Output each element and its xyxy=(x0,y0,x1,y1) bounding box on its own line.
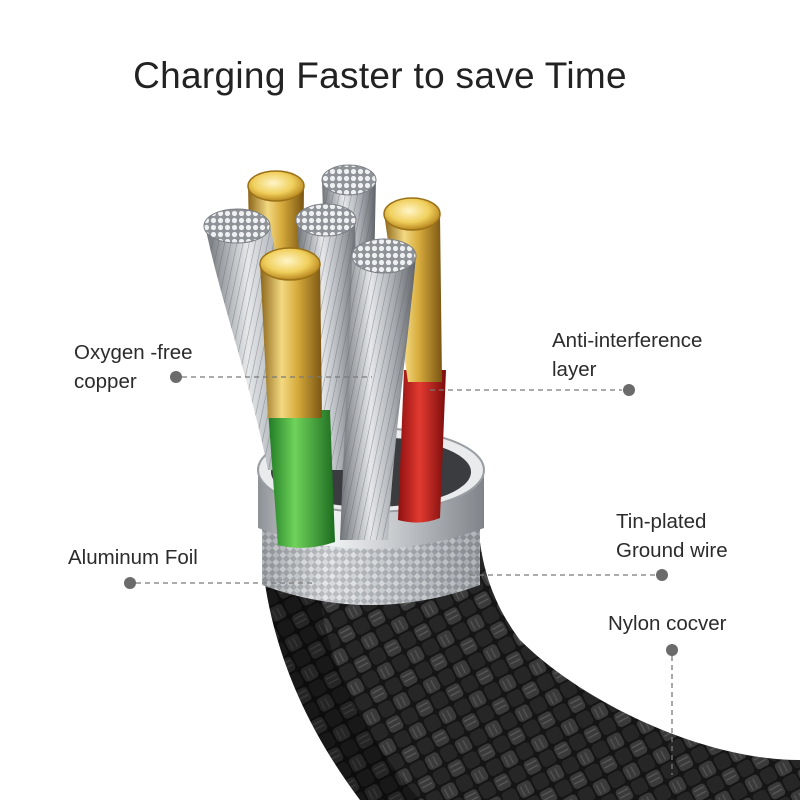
callout-dot-tin xyxy=(656,569,668,581)
label-tin-line2: Ground wire xyxy=(616,539,728,562)
label-anti-interference-layer: Anti-interference layer xyxy=(552,326,702,384)
red-sheath xyxy=(398,370,446,523)
callout-dot-foil xyxy=(124,577,136,589)
callout-dot-anti xyxy=(623,384,635,396)
green-sheath xyxy=(268,410,335,548)
page-title: Charging Faster to save Time xyxy=(133,55,627,96)
label-oxygen-line2: copper xyxy=(74,370,137,393)
gold-conductor-front xyxy=(260,263,322,418)
label-anti-line2: layer xyxy=(552,358,597,381)
label-tin-plated-ground-wire: Tin-plated Ground wire xyxy=(616,507,728,565)
label-anti-line1: Anti-interference xyxy=(552,329,703,352)
label-nylon-cover: Nylon cocver xyxy=(608,612,727,635)
callout-dot-nylon xyxy=(666,644,678,656)
label-aluminum-foil: Aluminum Foil xyxy=(68,546,198,569)
callout-dot-oxygen xyxy=(170,371,182,383)
label-oxygen-free-copper: Oxygen -free copper xyxy=(74,338,193,396)
braid-shadow xyxy=(262,560,420,800)
label-oxygen-line1: Oxygen -free xyxy=(74,341,193,364)
label-tin-line1: Tin-plated xyxy=(616,510,707,533)
